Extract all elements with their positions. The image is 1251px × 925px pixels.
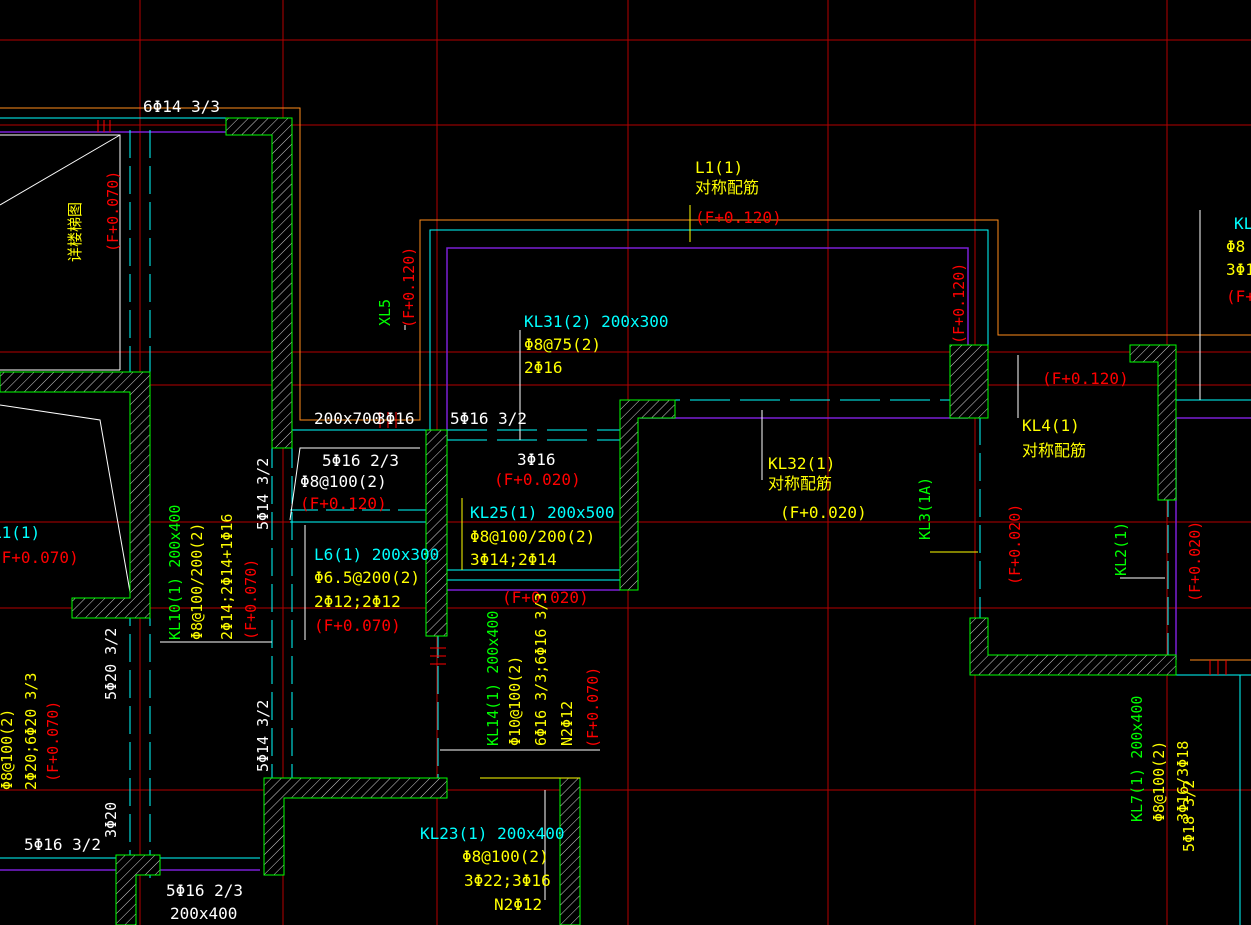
label-beam-200x400: 200x400 xyxy=(170,904,237,923)
label-5phi16-23b: 5Φ16 2/3 xyxy=(166,881,243,900)
label-kl25-title: KL25(1) 200x500 xyxy=(470,503,615,522)
label-kl10-stirrup: Φ8@100/200(2) xyxy=(188,523,206,640)
label-kl3-vert: KL3(1A) xyxy=(916,477,934,540)
label-kl14-bars: 6Φ16 3/3;6Φ16 3/3 xyxy=(532,592,550,746)
label-5phi16-32: 5Φ16 3/2 xyxy=(450,409,527,428)
label-left-elev: (F+0.070) xyxy=(44,701,62,782)
label-kl31-bars: 2Φ16 xyxy=(524,358,563,377)
label-elev-f0020-b: (F+0.020) xyxy=(502,588,589,607)
label-3phi16-a: 3Φ16 xyxy=(376,409,415,428)
label-kl25-bars: 3Φ14;2Φ14 xyxy=(470,550,557,569)
label-elev-f0120-c: (F+0.120) xyxy=(1042,369,1129,388)
label-xl5: XL5 xyxy=(376,299,394,326)
vertical-labels: (F+0.070) 详楼梯图 XL5 (F+0.120) (F+0.120) K… xyxy=(0,171,1204,852)
label-kl23-title: KL23(1) 200x400 xyxy=(420,824,565,843)
label-l1-elev: (F+0.120) xyxy=(695,208,782,227)
label-elev-f0020-vert: (F+0.020) xyxy=(1006,504,1024,585)
label-elev-f0020-a: (F+0.020) xyxy=(494,470,581,489)
label-l1-note: 对称配筋 xyxy=(695,178,759,197)
label-kl10-bars: 2Φ14;2Φ14+1Φ16 xyxy=(218,514,236,640)
label-l6-stirrup: Φ6.5@200(2) xyxy=(314,568,420,587)
label-kl23-bars: 3Φ22;3Φ16 xyxy=(464,871,551,890)
label-l1-left-elev: (F+0.070) xyxy=(0,548,79,567)
label-top-rebar: 6Φ14 3/3 xyxy=(143,97,220,116)
label-kl14-title: KL14(1) 200x400 xyxy=(484,611,502,746)
label-3phi20: 3Φ20 xyxy=(102,802,120,838)
label-l6-bars: 2Φ12;2Φ12 xyxy=(314,592,401,611)
label-kl14-n: N2Φ12 xyxy=(558,701,576,746)
label-kl25-stirrup: Φ8@100/200(2) xyxy=(470,527,595,546)
label-left-bars: 2Φ20;6Φ20 3/3 xyxy=(22,673,40,790)
label-kl32-title: KL32(1) xyxy=(768,454,835,473)
label-kl7-stirrup: Φ8@100(2) xyxy=(1150,741,1168,822)
label-5phi16-23: 5Φ16 2/3 xyxy=(322,451,399,470)
label-left-vert-note: 详楼梯图 xyxy=(66,202,84,262)
label-kl-corner: KL xyxy=(1234,214,1251,233)
label-5phi16-32b: 5Φ16 3/2 xyxy=(24,835,101,854)
walls xyxy=(0,117,1177,925)
label-kl7-title: KL7(1) 200x400 xyxy=(1128,696,1146,822)
label-kl31-stirrup: Φ8@75(2) xyxy=(524,335,601,354)
label-kl10-elev: (F+0.070) xyxy=(242,559,260,640)
label-kl7-bars: 3Φ16/3Φ18 xyxy=(1174,741,1192,822)
label-kl14-elev: (F+0.070) xyxy=(584,667,602,748)
label-phi8-corner: Φ8 xyxy=(1226,237,1245,256)
label-l1-left: L1(1) xyxy=(0,523,40,542)
label-elev-f0120-b: (F+0.120) xyxy=(300,494,387,513)
annotation-labels: 6Φ14 3/3 L1(1) 对称配筋 (F+0.120) KL Φ8 3Φ1 … xyxy=(0,97,1251,923)
label-kl23-stirrup: Φ8@100(2) xyxy=(462,847,549,866)
label-3phi16-b: 3Φ16 xyxy=(517,450,556,469)
label-kl4-note: 对称配筋 xyxy=(1022,441,1086,460)
label-kl10-title: KL10(1) 200x400 xyxy=(166,505,184,640)
label-l6-title: L6(1) 200x300 xyxy=(314,545,439,564)
label-kl32-note: 对称配筋 xyxy=(768,474,832,493)
leader-lines xyxy=(97,120,1227,900)
label-elev-f0020-vert2: (F+0.020) xyxy=(1186,521,1204,602)
label-kl4-title: KL4(1) xyxy=(1022,416,1080,435)
label-kl7-bottom: 5Φ18 3/2 xyxy=(1180,780,1198,852)
label-xl5-elev: (F+0.120) xyxy=(400,247,418,328)
label-mid-elev-vert: (F+0.120) xyxy=(950,263,968,344)
label-f-corner: (F+ xyxy=(1226,287,1251,306)
label-left-stirrup: Φ8@100(2) xyxy=(0,709,16,790)
label-kl14-stirrup: Φ10@100(2) xyxy=(506,656,524,746)
label-left-vert-elev: (F+0.070) xyxy=(104,171,122,252)
label-5phi14-32a: 5Φ14 3/2 xyxy=(254,458,272,530)
label-5phi20-32: 5Φ20 3/2 xyxy=(102,628,120,700)
label-l6-elev: (F+0.070) xyxy=(314,616,401,635)
label-kl2-vert: KL2(1) xyxy=(1112,522,1130,576)
label-3phi-corner: 3Φ1 xyxy=(1226,260,1251,279)
label-l1-title: L1(1) xyxy=(695,158,743,177)
stair-outline xyxy=(0,134,420,593)
label-kl31-title: KL31(2) 200x300 xyxy=(524,312,669,331)
label-beam-200x700: 200x700 xyxy=(314,409,381,428)
label-5phi14-32b: 5Φ14 3/2 xyxy=(254,700,272,772)
label-stirrup-phi8-100: Φ8@100(2) xyxy=(300,472,387,491)
label-kl23-n: N2Φ12 xyxy=(494,895,542,914)
label-kl32-elev: (F+0.020) xyxy=(780,503,867,522)
